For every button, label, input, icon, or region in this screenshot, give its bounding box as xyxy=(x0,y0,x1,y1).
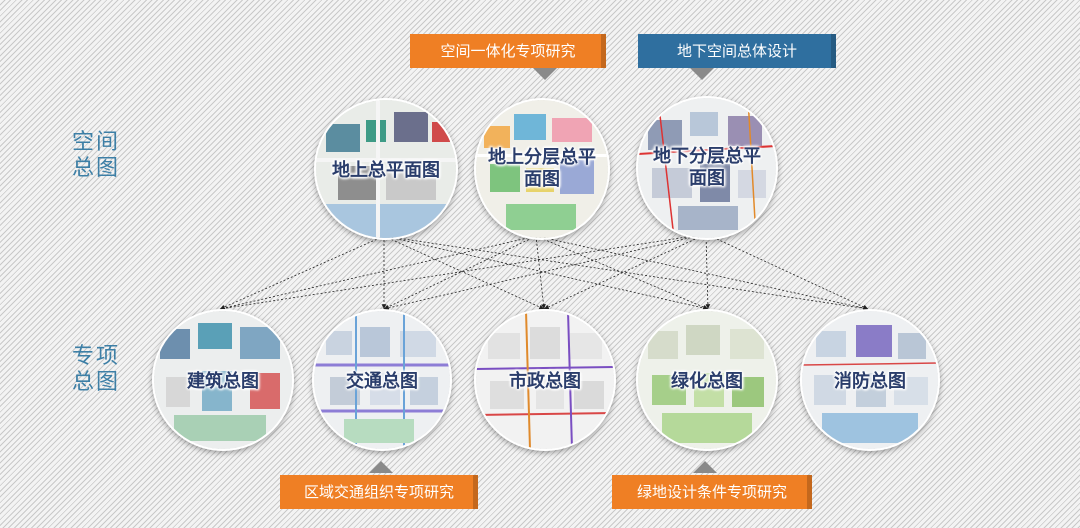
layered-plan-title: 地上分层总平面图 xyxy=(488,147,596,190)
connector-line-1-2 xyxy=(535,235,546,310)
building-plan-map-icon xyxy=(154,311,292,449)
underground-plan-circle[interactable]: 地下分层总平面图 xyxy=(636,96,778,240)
traffic-study-tag-label: 区域交通组织专项研究 xyxy=(303,483,454,501)
municipal-plan-map-icon xyxy=(476,311,614,449)
connector-line-2-1 xyxy=(383,233,707,311)
site-plan-title: 地上总平面图 xyxy=(332,160,440,181)
municipal-plan-circle[interactable]: 市政总图 xyxy=(474,309,616,451)
connector-line-2-2 xyxy=(543,233,707,310)
integration-study-pointer-icon xyxy=(533,68,557,80)
underground-design-tag-label: 地下空间总体设计 xyxy=(676,42,797,60)
connector-line-2-4 xyxy=(705,233,869,310)
underground-design-pointer-icon xyxy=(690,68,714,80)
fire-plan-title: 消防总图 xyxy=(834,371,906,392)
special-label-line-2: 总图 xyxy=(71,370,120,395)
space-label-line-1: 空间 xyxy=(71,130,120,155)
greening-plan-map-icon xyxy=(638,311,776,449)
connector-line-1-4 xyxy=(535,235,869,311)
site-plan-circle[interactable]: 地上总平面图 xyxy=(314,98,458,240)
greening-study-tag: 绿地设计条件专项研究 xyxy=(612,475,812,509)
space-label-line-2: 总图 xyxy=(71,156,120,181)
municipal-plan-title: 市政总图 xyxy=(509,371,581,392)
underground-design-tag: 地下空间总体设计 xyxy=(638,34,836,68)
space-plans-label: 空间 总图 xyxy=(66,130,126,182)
integration-study-tag: 空间一体化专项研究 xyxy=(410,34,606,68)
special-label-line-1: 专项 xyxy=(71,344,120,369)
underground-plan-title: 地下分层总平面图 xyxy=(653,146,761,189)
site-plan-map-icon xyxy=(316,100,456,238)
connector-line-0-2 xyxy=(383,235,545,310)
building-plan-title: 建筑总图 xyxy=(187,371,259,392)
traffic-plan-title: 交通总图 xyxy=(346,371,418,392)
fire-plan-map-icon xyxy=(802,311,938,449)
special-plans-label: 专项 总图 xyxy=(66,344,126,396)
connector-line-2-3 xyxy=(705,233,711,310)
layered-plan-circle[interactable]: 地上分层总平面图 xyxy=(474,98,610,240)
traffic-plan-circle[interactable]: 交通总图 xyxy=(312,309,452,451)
greening-plan-circle[interactable]: 绿化总图 xyxy=(636,309,778,451)
integration-study-tag-label: 空间一体化专项研究 xyxy=(440,42,576,60)
layered-plan-map-icon xyxy=(476,100,608,238)
connector-line-1-0 xyxy=(219,235,537,311)
underground-plan-map-icon xyxy=(638,98,776,238)
greening-plan-title: 绿化总图 xyxy=(671,371,743,392)
greening-study-tag-label: 绿地设计条件专项研究 xyxy=(636,483,787,501)
connector-line-0-3 xyxy=(383,235,709,311)
connector-line-2-0 xyxy=(219,233,707,311)
traffic-study-pointer-icon xyxy=(369,461,393,473)
building-plan-circle[interactable]: 建筑总图 xyxy=(152,309,294,451)
greening-study-pointer-icon xyxy=(693,461,717,473)
traffic-plan-map-icon xyxy=(314,311,450,449)
connector-line-0-0 xyxy=(219,235,385,310)
connector-line-0-4 xyxy=(383,235,869,311)
connector-line-1-1 xyxy=(383,235,537,310)
traffic-study-tag: 区域交通组织专项研究 xyxy=(280,475,478,509)
fire-plan-circle[interactable]: 消防总图 xyxy=(800,309,940,451)
